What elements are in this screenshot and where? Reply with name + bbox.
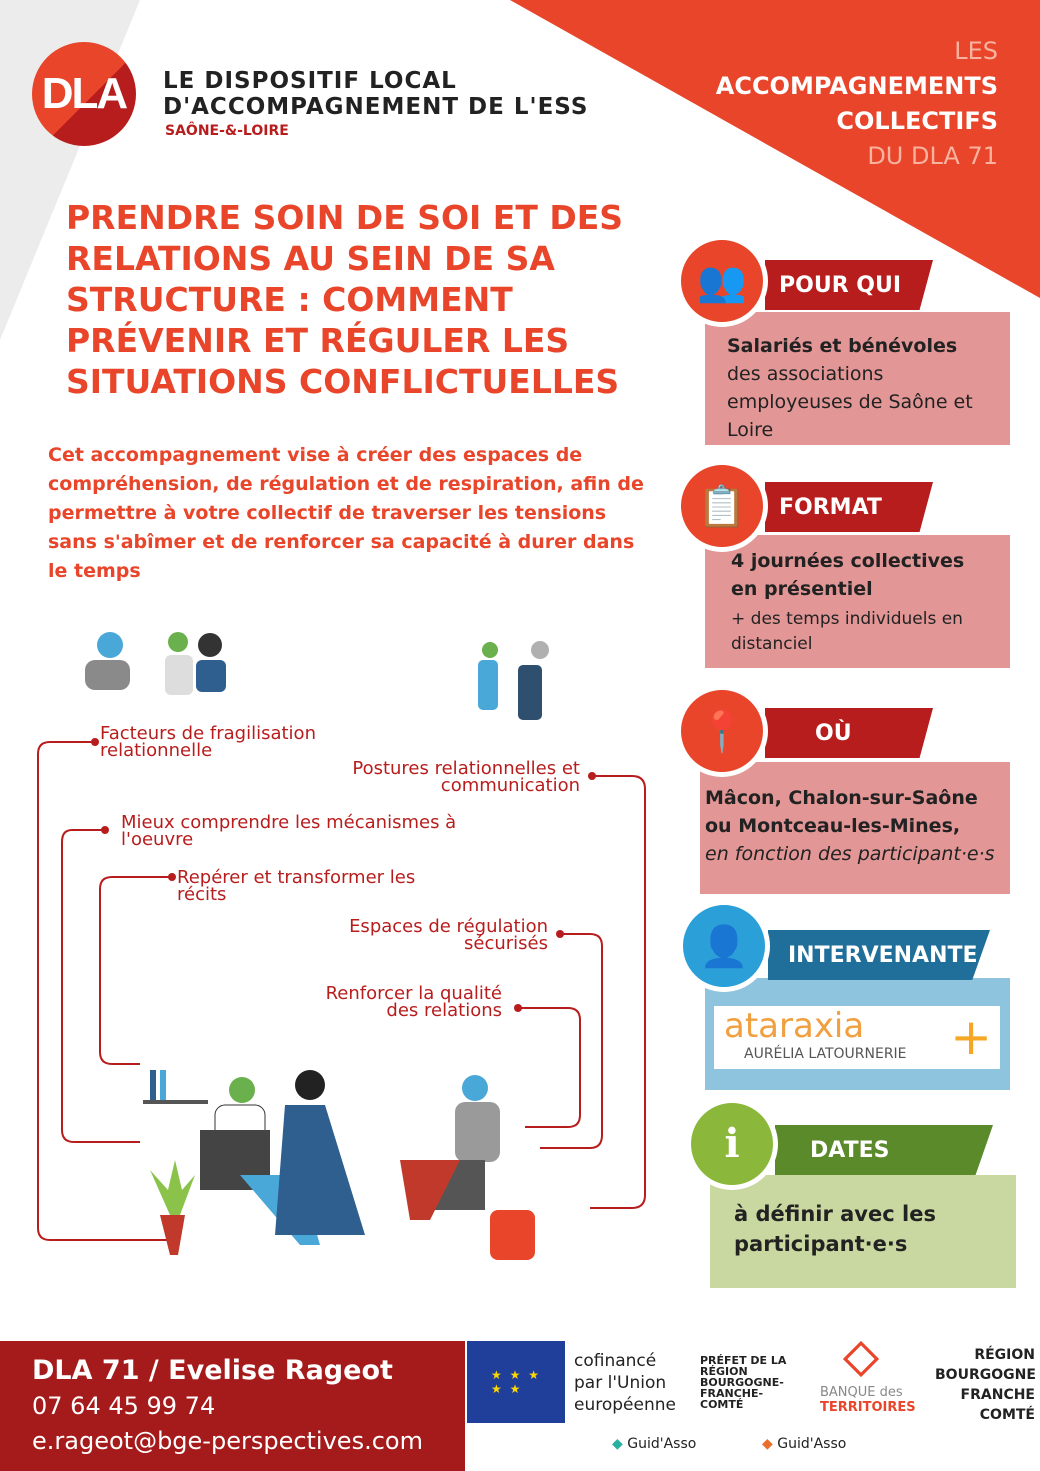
step-2: Postures relationnelles et communication xyxy=(352,758,580,796)
page-title: Prendre soin de soi et des relations au … xyxy=(66,198,624,401)
step-4: Repérer et transformer les récits xyxy=(177,867,416,905)
users-icon: 👥 xyxy=(676,235,768,327)
illustration-people xyxy=(85,632,549,1260)
timeline-lines xyxy=(37,741,646,1241)
pour-qui-box: Salariés et bénévoles des associations e… xyxy=(705,312,1010,445)
pour-qui-label: POUR QUI xyxy=(765,260,933,310)
banque-text: BANQUE des xyxy=(820,1385,903,1400)
dates-box: à définir avec les participant·e·s xyxy=(710,1175,1016,1288)
step-6: Renforcer la qualité des relations xyxy=(325,983,502,1021)
ou-label: OÙ xyxy=(765,708,933,758)
step-3: Mieux comprendre les mécanismes à l'oeuv… xyxy=(121,812,457,850)
org-region: SAÔNE-&-LOIRE xyxy=(165,123,289,139)
intervenante-box: ataraxia AURÉLIA LATOURNERIE + xyxy=(705,978,1010,1090)
guidasso-logo: ◆ Guid'Asso xyxy=(762,1436,847,1452)
step-1: Facteurs de fragilisation relationnelle xyxy=(100,723,316,761)
region-logo: RÉGION BOURGOGNE FRANCHE COMTÉ xyxy=(935,1347,1036,1423)
eu-text: cofinancé par l'Union européenne xyxy=(574,1351,676,1415)
prefet-logo: PRÉFET DE LA RÉGION BOURGOGNE-FRANCHE-CO… xyxy=(700,1354,787,1411)
contact-name: DLA 71 / Evelise Rageot xyxy=(32,1355,393,1386)
clipboard-icon: 📋 xyxy=(676,460,768,552)
info-icon: ℹ xyxy=(686,1098,778,1190)
format-box: 4 journées collectives en présentiel+ de… xyxy=(705,535,1010,668)
guidasso-info-logo: ◆ Guid'Asso xyxy=(612,1436,697,1452)
step-5: Espaces de régulation sécurisés xyxy=(349,916,548,954)
dates-label: DATES xyxy=(775,1125,993,1175)
contact-phone[interactable]: 07 64 45 99 74 xyxy=(32,1392,216,1420)
dla-logo: DLA xyxy=(32,42,136,146)
contact-email[interactable]: e.rageot@bge-perspectives.com xyxy=(32,1427,423,1455)
speaker-icon: 👤 xyxy=(678,900,770,992)
contact-block: DLA 71 / Evelise Rageot 07 64 45 99 74 e… xyxy=(0,1341,465,1471)
format-label: FORMAT xyxy=(765,482,933,532)
location-pin-icon: 📍 xyxy=(676,685,768,777)
ataraxia-logo: ataraxia AURÉLIA LATOURNERIE + xyxy=(714,1006,1000,1069)
ou-box: Mâcon, Chalon-sur-Saône ou Montceau-les-… xyxy=(700,762,1010,894)
intervenante-label: INTERVENANTE xyxy=(768,930,990,980)
intro-text: Cet accompagnement vise à créer des espa… xyxy=(48,444,644,582)
eu-flag: ★ ★ ★★ ★ xyxy=(467,1341,565,1423)
banque-text-2: TERRITOIRES xyxy=(820,1400,916,1415)
